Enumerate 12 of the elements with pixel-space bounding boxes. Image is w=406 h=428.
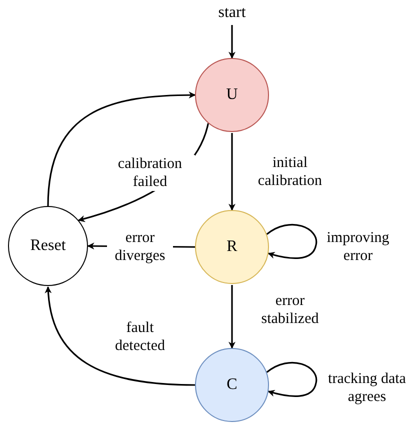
start-text: start (207, 4, 257, 22)
arrow (228, 25, 236, 59)
arrow (228, 133, 236, 211)
arrow (266, 224, 318, 259)
state-name: U (226, 86, 238, 104)
arrow (45, 286, 196, 386)
arrow (228, 285, 236, 349)
state-name: C (226, 376, 238, 394)
arrow (266, 362, 318, 397)
state-name: Reset (30, 237, 66, 255)
arrow (47, 92, 196, 206)
state-name: R (226, 238, 238, 256)
